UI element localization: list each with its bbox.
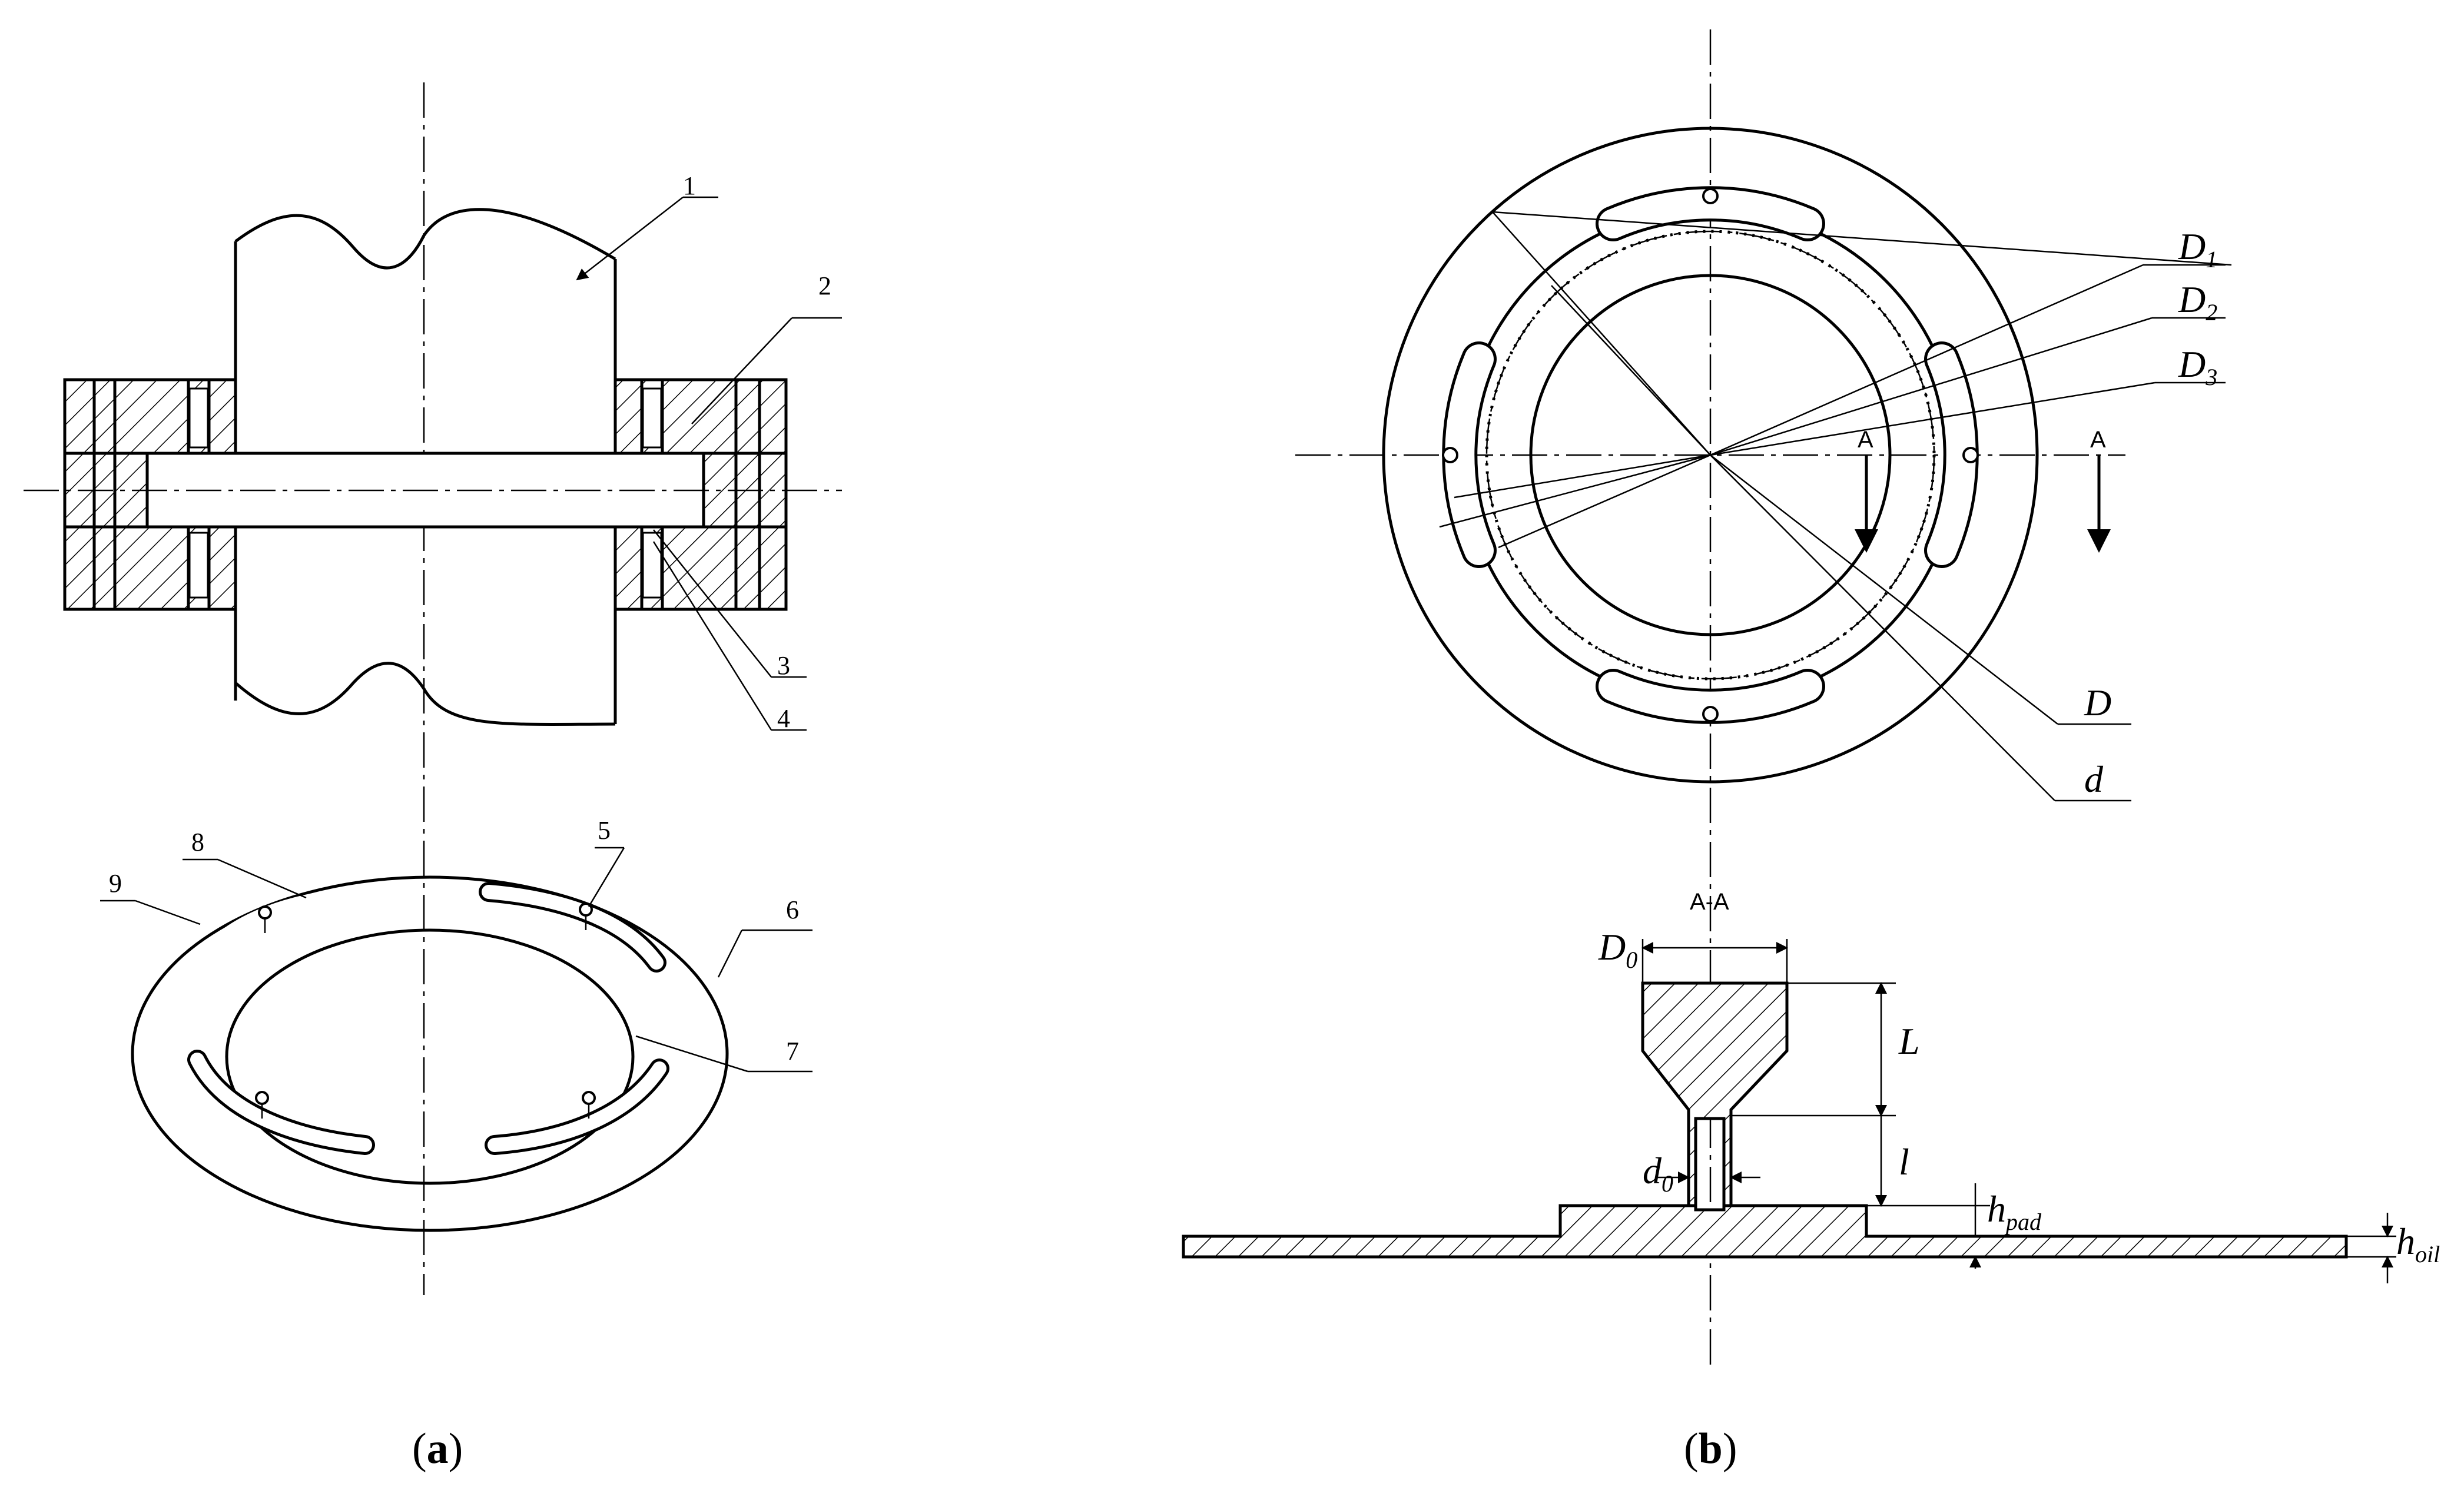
callout-3: 3 (777, 651, 790, 680)
section-marker-right-label: A (2090, 427, 2106, 453)
label-d: d (2084, 758, 2104, 800)
diameter-leaders (1439, 211, 2232, 802)
pad-plan-view (1382, 127, 2039, 784)
caption-a: (a) (412, 1425, 463, 1473)
label-L: L (1898, 1020, 1920, 1062)
label-d0: d0 (1643, 1150, 1673, 1197)
callout-leaders-a (576, 196, 842, 731)
label-hpad: hpad (1987, 1188, 2042, 1235)
label-hoil: hoil (2396, 1220, 2440, 1267)
pad-ring-isometric (131, 875, 729, 1232)
section-marker-right: A (2087, 427, 2111, 553)
callout-7: 7 (786, 1037, 799, 1066)
section-view (1182, 842, 2396, 1372)
label-l: l (1899, 1141, 1909, 1183)
callout-2: 2 (818, 271, 831, 300)
panel-a-assembly-drawing: 1 2 3 4 (24, 82, 842, 1473)
label-D: D (2084, 682, 2111, 724)
callout-leaders-ring (100, 847, 813, 1073)
callout-5: 5 (598, 816, 611, 845)
callout-4: 4 (777, 704, 790, 733)
callout-8: 8 (191, 828, 204, 857)
section-title: A-A (1690, 889, 1729, 915)
callout-9: 9 (109, 869, 122, 898)
callout-6: 6 (786, 895, 799, 924)
label-D0: D0 (1598, 926, 1637, 973)
caption-b: (b) (1684, 1425, 1737, 1473)
label-D1: D1 (2178, 225, 2217, 273)
section-marker-left: A (1855, 427, 1878, 553)
section-marker-left-label: A (1858, 427, 1873, 453)
label-D2: D2 (2178, 278, 2217, 326)
panel-b-pad-drawing: D1 D2 D3 D d A A A-A (1182, 29, 2440, 1473)
inner-circle-d (1529, 274, 1892, 636)
label-D3: D3 (2178, 343, 2217, 390)
callout-1: 1 (683, 171, 696, 200)
outer-circle-D (1382, 127, 2039, 784)
